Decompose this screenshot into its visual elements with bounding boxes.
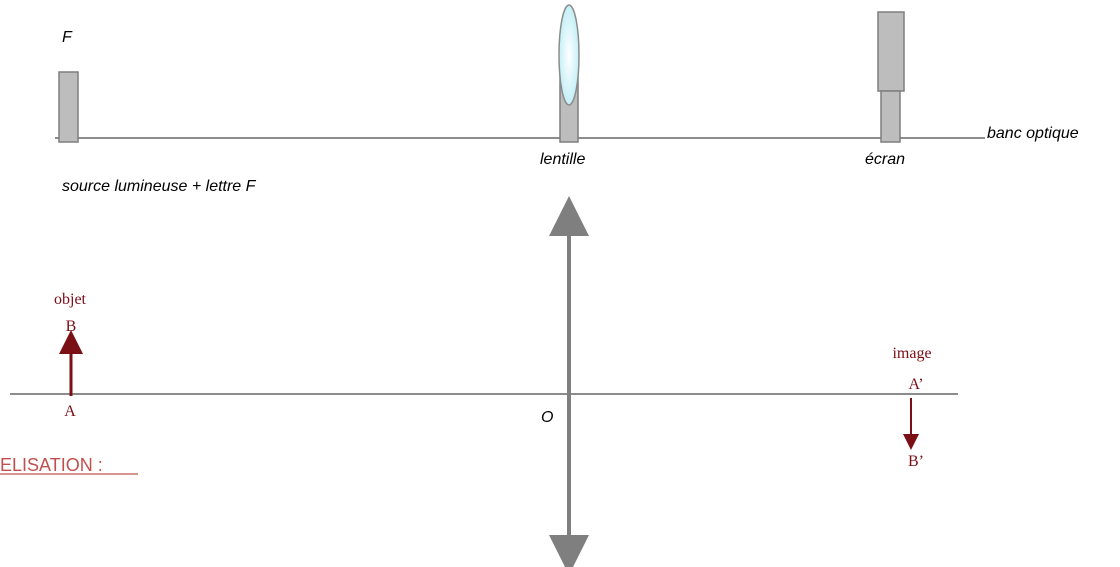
screen-support <box>880 90 901 143</box>
image-point-b: B’ <box>908 453 924 470</box>
screen-label: écran <box>865 151 905 168</box>
optical-bench: F lentille écran banc optique source lum… <box>55 4 1079 195</box>
modelisation-label: ELISATION : <box>0 455 103 475</box>
object-point-b: B <box>66 318 77 335</box>
ray-diagram: objet B A O image A’ B’ <box>10 196 958 567</box>
object-label: objet <box>54 291 87 308</box>
lens-center-o: O <box>541 409 553 426</box>
source-label: source lumineuse + lettre F <box>62 178 257 195</box>
letter-f-label: F <box>62 29 73 46</box>
screen-panel <box>877 11 905 92</box>
image-point-a: A’ <box>908 376 923 393</box>
image-label: image <box>892 345 931 362</box>
lens-label: lentille <box>540 151 585 168</box>
bench-label: banc optique <box>987 125 1079 142</box>
lens-glass <box>558 4 580 106</box>
section-heading: ELISATION : <box>0 455 138 475</box>
source-support <box>58 71 79 143</box>
object-point-a: A <box>64 403 76 420</box>
